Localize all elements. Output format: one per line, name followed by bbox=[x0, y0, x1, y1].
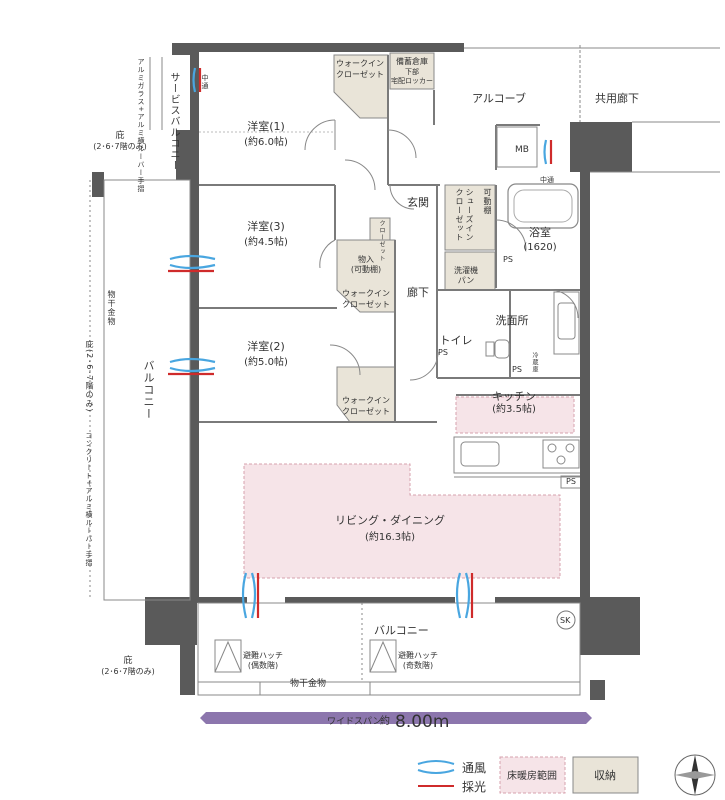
room-western1-name: 洋室(1) bbox=[247, 119, 285, 133]
louver-side-label: コンクリート+アルミ横ルーバー手摺 bbox=[85, 432, 93, 567]
room-western2-size: (約5.0帖) bbox=[244, 355, 288, 368]
hatch-even-line2: (偶数階) bbox=[248, 660, 278, 670]
room-toilet: トイレ bbox=[440, 334, 473, 347]
room-western1-size: (約6.0帖) bbox=[244, 135, 288, 148]
drying-bottom-label: 物干金物 bbox=[290, 677, 326, 689]
balcony-lines bbox=[89, 45, 720, 696]
west-balcony-label: バルコニー bbox=[142, 360, 155, 420]
span-prefix: 約 bbox=[380, 714, 390, 727]
louver-top-label: アルミガラス+アルミ横ルーバー手摺 bbox=[137, 58, 145, 193]
vent-label-service: 中通 bbox=[201, 74, 209, 90]
bathtub bbox=[507, 183, 579, 229]
room-hall: 廊下 bbox=[407, 285, 429, 299]
eaves-side-label: 庇(2･6･7階のみ) bbox=[85, 340, 94, 413]
eaves-bottom-line1: 庇 bbox=[123, 654, 132, 666]
door-swings bbox=[304, 119, 579, 381]
eaves-top-line1: 庇 bbox=[115, 129, 124, 141]
outer-walls bbox=[92, 43, 640, 700]
washbasin-counter bbox=[553, 291, 580, 355]
room-kitchen-name: キッチン bbox=[492, 390, 536, 403]
vent-label-bath: 中通 bbox=[540, 175, 554, 184]
legend-ventilation-symbol bbox=[417, 760, 455, 787]
ps-label-bath: PS bbox=[503, 255, 513, 264]
movable-shelf-label: 可動棚 bbox=[483, 188, 492, 215]
small-closet-label: クローゼット bbox=[378, 220, 385, 262]
legend-storage-label: 収納 bbox=[594, 769, 616, 782]
ventilation-markers bbox=[168, 67, 553, 619]
legend-storage-swatch bbox=[572, 756, 639, 794]
toilet-fixture bbox=[485, 339, 510, 359]
wic-bottom-line2: クローゼット bbox=[342, 406, 390, 416]
legend-daylight-label: 採光 bbox=[462, 780, 486, 794]
storage-areas bbox=[333, 52, 496, 423]
ps-label-kitchen: PS bbox=[566, 477, 576, 486]
slop-sink bbox=[556, 610, 576, 630]
span-value: 8.00m bbox=[395, 712, 449, 732]
ps-label-hall: PS bbox=[438, 348, 448, 357]
room-western2-name: 洋室(2) bbox=[247, 339, 285, 353]
kitchen-counter bbox=[453, 436, 582, 489]
compass-icon bbox=[674, 754, 716, 796]
room-bath-name: 浴室 bbox=[529, 225, 551, 239]
legend-floor-heating-swatch bbox=[499, 756, 566, 794]
drying-side-label: 物干金物 bbox=[107, 290, 116, 326]
shoes-label: シューズイン bbox=[465, 188, 474, 242]
alcove-label: アルコーブ bbox=[472, 91, 526, 105]
room-bath-size: (1620) bbox=[523, 242, 556, 253]
eaves-bottom-line2: (2･6･7階のみ) bbox=[101, 666, 155, 676]
common-corridor-label: 共用廊下 bbox=[595, 91, 639, 105]
storage-box-line2: (可動棚) bbox=[351, 264, 381, 274]
hatch-even-line1: 避難ハッチ bbox=[243, 650, 283, 660]
shoes-closet-label: クローゼット bbox=[455, 188, 464, 242]
south-balcony-label: バルコニー bbox=[374, 624, 429, 637]
washer-pan-line2: パン bbox=[458, 276, 474, 285]
floor-heating-areas bbox=[243, 396, 575, 579]
stockroom-line3: 宅配ロッカー bbox=[391, 76, 433, 85]
wic-mid-line1: ウォークイン bbox=[342, 289, 390, 298]
wide-span-bar bbox=[200, 712, 592, 724]
wic-bottom-line1: ウォークイン bbox=[342, 396, 390, 405]
room-kitchen-size: (約3.5帖) bbox=[492, 402, 536, 415]
ps-label-toilet: PS bbox=[512, 365, 522, 374]
room-washroom: 洗面所 bbox=[496, 314, 529, 327]
hatch-odd-line2: (奇数階) bbox=[403, 660, 433, 670]
service-balcony-label: サービスバルコニー bbox=[168, 72, 179, 171]
fridge-label: 冷蔵庫 bbox=[531, 352, 538, 373]
mb-label: MB bbox=[515, 145, 529, 155]
room-western3-name: 洋室(3) bbox=[247, 219, 285, 233]
storage-box-line1: 物入 bbox=[358, 254, 374, 264]
legend-ventilation-label: 通風 bbox=[462, 761, 486, 775]
room-living-size: (約16.3帖) bbox=[365, 530, 415, 543]
sk-label: SK bbox=[560, 616, 571, 625]
washer-pan-line1: 洗濯機 bbox=[454, 265, 478, 275]
wic-top-line1: ウォークイン bbox=[336, 59, 384, 68]
wic-mid-line2: クローゼット bbox=[342, 299, 390, 309]
stockroom-line1: 備蓄倉庫 bbox=[396, 56, 428, 66]
evacuation-hatch-even bbox=[214, 639, 242, 673]
room-entrance: 玄関 bbox=[407, 195, 429, 209]
room-western3-size: (約4.5帖) bbox=[244, 235, 288, 248]
interior-walls bbox=[199, 55, 580, 423]
meter-box bbox=[496, 126, 538, 168]
evacuation-hatch-odd bbox=[369, 639, 397, 673]
stockroom-line2: 下部 bbox=[405, 67, 419, 76]
hatch-odd-line1: 避難ハッチ bbox=[398, 650, 438, 660]
eaves-top-line2: (2･6･7階のみ) bbox=[93, 141, 147, 151]
room-living-name: リビング・ダイニング bbox=[335, 513, 445, 527]
legend-floor-heating-label: 床暖房範囲 bbox=[507, 769, 557, 782]
span-label: ワイドスパン bbox=[327, 716, 381, 727]
wic-top-line2: クローゼット bbox=[336, 69, 384, 79]
